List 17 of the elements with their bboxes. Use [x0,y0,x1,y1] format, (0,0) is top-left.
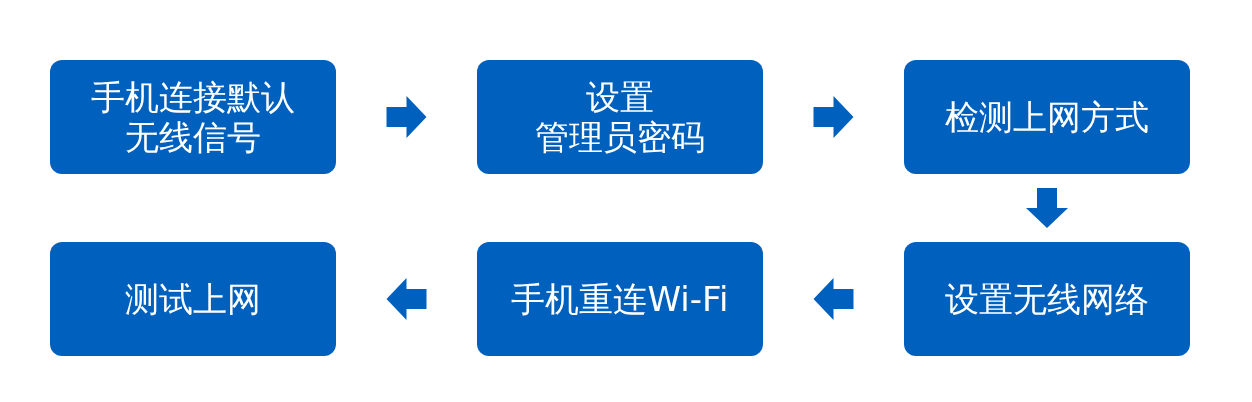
process-box [477,60,763,174]
step-label: 设置无线网络 [945,279,1149,319]
step-label: 检测上网方式 [945,97,1149,137]
arrow [386,278,427,320]
process-box [50,60,336,174]
step-label: 设置管理员密码 [535,77,705,157]
arrow [813,96,854,138]
arrow [813,278,854,320]
arrow [1026,188,1068,228]
step-label: 测试上网 [125,279,261,319]
process-box [50,242,336,356]
process-box [904,242,1190,356]
process-box [477,242,763,356]
step-label: 手机连接默认无线信号 [91,77,295,157]
process-box [904,60,1190,174]
step-label: 手机重连Wi-Fi [511,279,729,319]
arrow [386,96,427,138]
